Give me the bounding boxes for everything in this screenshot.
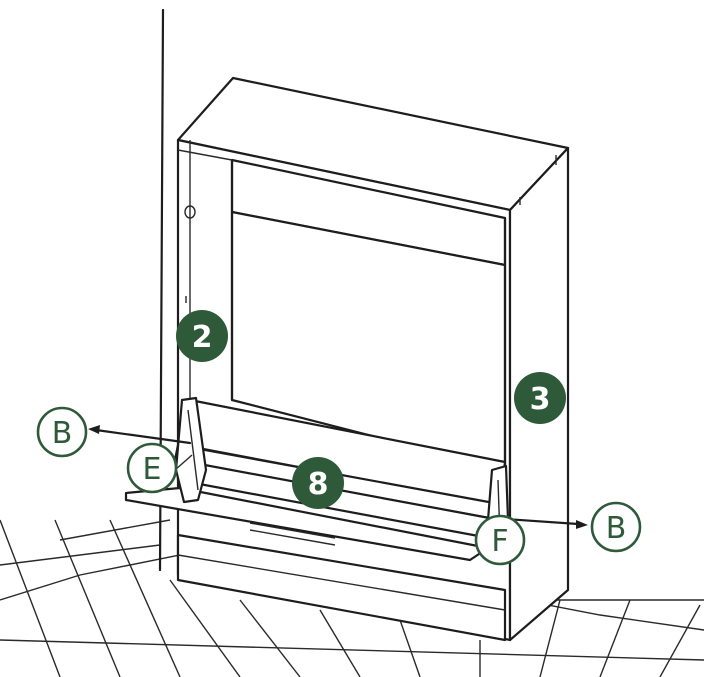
callout-arrow-b-right: B: [590, 501, 642, 553]
callout-part-3-label: 3: [530, 382, 551, 417]
callout-hinge-f: F: [474, 514, 526, 566]
callout-part-3: 3: [514, 372, 566, 424]
callout-part-8: 8: [292, 457, 344, 509]
callout-hinge-f-label: F: [491, 524, 508, 559]
callout-part-2-label: 2: [192, 320, 213, 355]
callout-arrow-b-left-label: B: [52, 416, 73, 451]
direction-arrows: [88, 425, 588, 529]
callout-part-8-label: 8: [308, 467, 329, 502]
callout-arrow-b-left: B: [36, 406, 88, 458]
floor-tiles: [0, 519, 704, 677]
callout-hinge-e-label: E: [143, 452, 162, 487]
callout-hinge-e: E: [126, 442, 178, 494]
callout-arrow-b-right-label: B: [606, 511, 627, 546]
callout-part-2: 2: [176, 310, 228, 362]
